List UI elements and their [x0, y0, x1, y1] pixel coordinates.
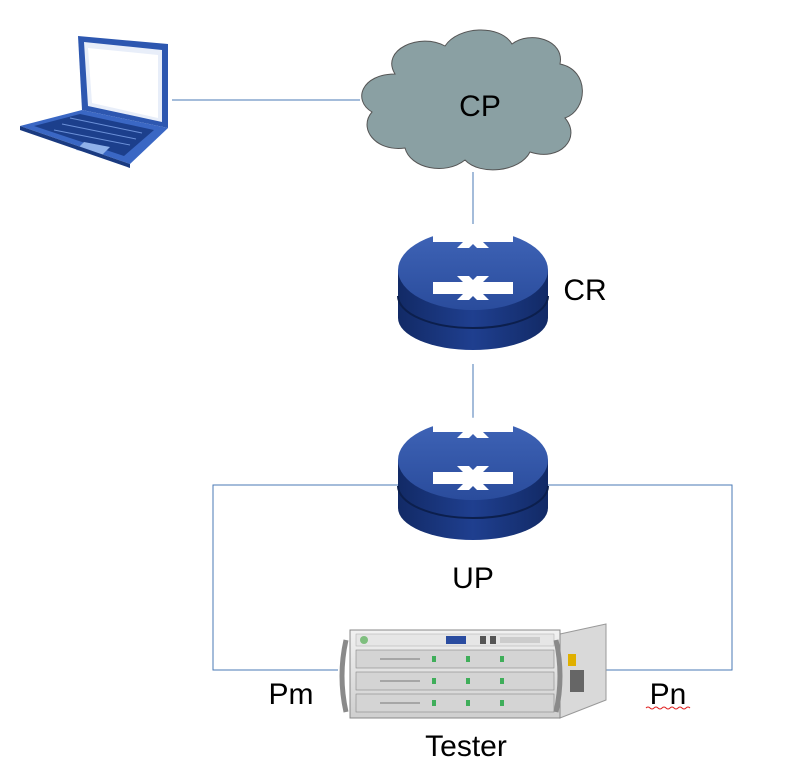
up-label: UP	[452, 562, 494, 595]
links	[172, 99, 733, 671]
laptop-icon	[20, 36, 168, 168]
router-icon	[397, 224, 549, 350]
cp-label: CP	[459, 90, 501, 123]
cloud-cp: CP	[361, 29, 583, 171]
router-up: UP	[397, 414, 549, 595]
port-label-pm: Pm	[269, 678, 314, 711]
link-up-pm	[212, 484, 398, 671]
tester-chassis-icon	[339, 623, 607, 719]
router-cr: CR	[397, 224, 607, 350]
tester-label: Tester	[425, 730, 507, 763]
cr-label: CR	[563, 274, 606, 307]
tester: Tester	[339, 623, 607, 763]
router-icon	[397, 414, 549, 540]
cloud-icon	[361, 29, 583, 171]
port-label-pn: Pn	[650, 678, 687, 711]
spellcheck-underline	[645, 706, 691, 710]
link-up-pn	[548, 484, 733, 671]
